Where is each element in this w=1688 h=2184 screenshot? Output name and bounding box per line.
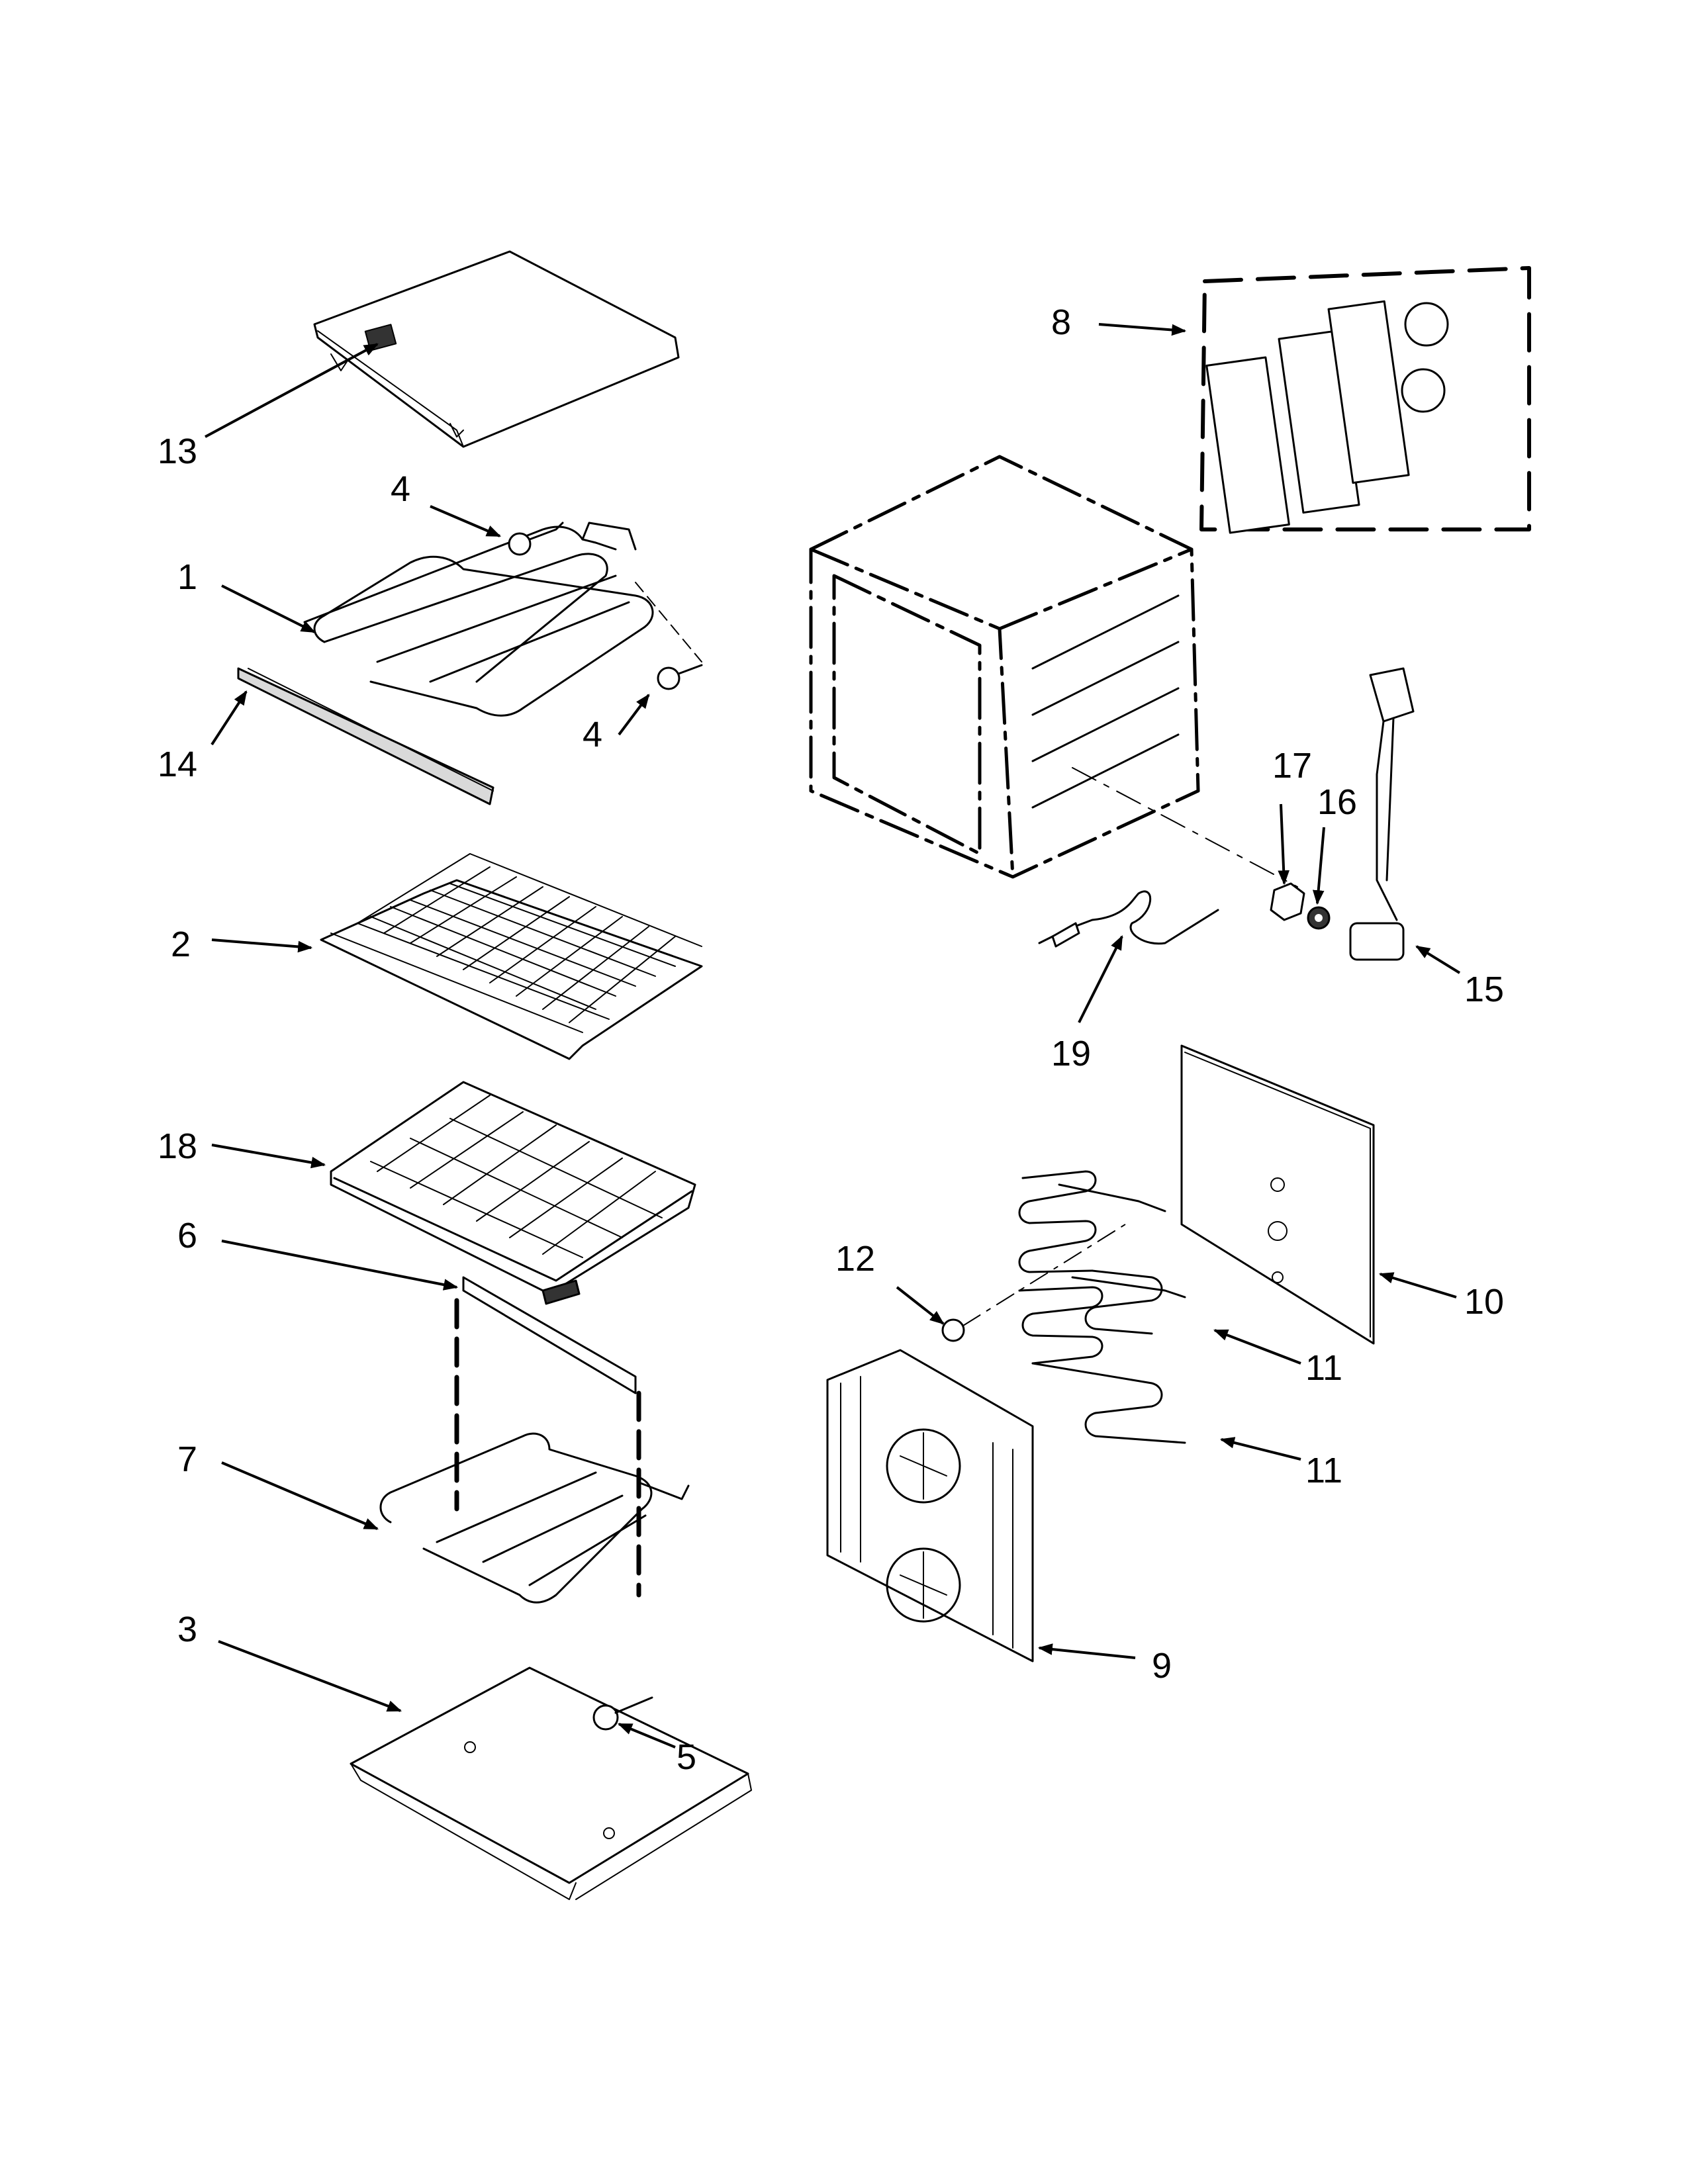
bottom-panel bbox=[350, 1666, 752, 1900]
screw-bottom bbox=[592, 1696, 653, 1731]
label-7: 7 bbox=[177, 1439, 198, 1479]
label-5: 5 bbox=[677, 1737, 697, 1777]
temperature-sensor bbox=[1349, 667, 1415, 961]
label-1: 1 bbox=[177, 557, 198, 597]
label-10: 10 bbox=[1464, 1282, 1505, 1322]
label-9: 9 bbox=[1152, 1646, 1172, 1686]
label-19: 19 bbox=[1051, 1034, 1092, 1073]
rear-panel bbox=[1180, 1044, 1375, 1345]
bake-element bbox=[379, 1298, 690, 1604]
bake-element-shield bbox=[462, 1276, 637, 1394]
label-11-lower: 11 bbox=[1305, 1451, 1343, 1490]
oven-rack bbox=[320, 853, 703, 1060]
label-2: 2 bbox=[171, 925, 191, 964]
label-14: 14 bbox=[158, 745, 198, 784]
screw-rear bbox=[941, 1224, 1126, 1342]
label-16: 16 bbox=[1317, 782, 1358, 822]
label-15: 15 bbox=[1464, 970, 1505, 1009]
label-4-bottom: 4 bbox=[583, 715, 603, 754]
label-12: 12 bbox=[835, 1239, 876, 1279]
meat-probe bbox=[1038, 890, 1219, 948]
leader-arrows bbox=[205, 323, 1461, 1749]
label-13: 13 bbox=[158, 432, 198, 471]
label-11-upper: 11 bbox=[1305, 1348, 1343, 1388]
label-3: 3 bbox=[177, 1610, 198, 1649]
label-6: 6 bbox=[177, 1216, 198, 1255]
element-shield bbox=[237, 667, 494, 805]
label-4-top: 4 bbox=[391, 469, 411, 509]
convection-element bbox=[1018, 1170, 1186, 1444]
terminal-blocks-assembly bbox=[1199, 266, 1531, 534]
convection-fan-assembly bbox=[826, 1349, 1034, 1662]
washer bbox=[1307, 906, 1331, 930]
screw bbox=[508, 522, 703, 690]
broil-element bbox=[303, 522, 654, 717]
oven-cavity bbox=[809, 455, 1298, 887]
label-17: 17 bbox=[1272, 746, 1313, 786]
sliding-rack bbox=[330, 1081, 696, 1305]
label-18: 18 bbox=[158, 1126, 198, 1166]
label-8: 8 bbox=[1051, 302, 1072, 342]
nut bbox=[1270, 882, 1305, 921]
